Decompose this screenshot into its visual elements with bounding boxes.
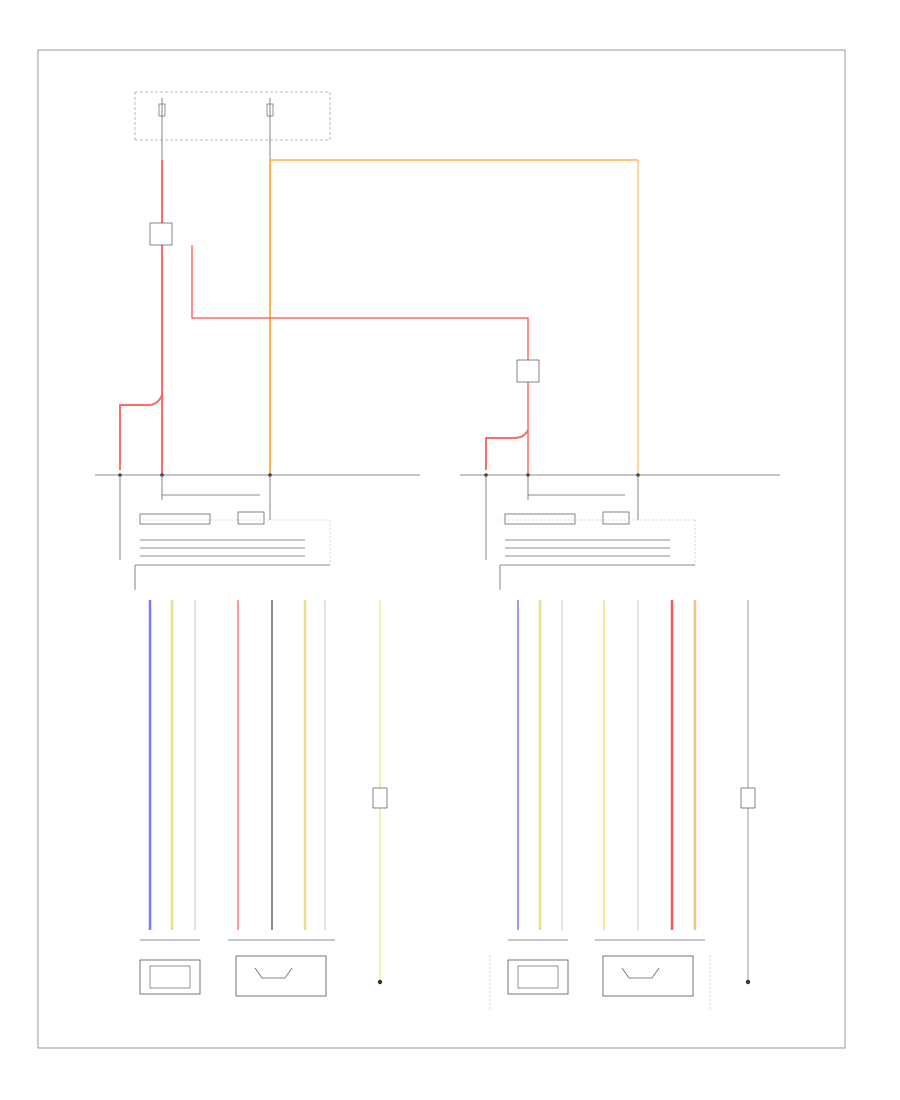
- fuse-block: [134, 91, 331, 160]
- ground-splice-left: [372, 787, 388, 809]
- connector-rail: [95, 473, 780, 477]
- fuse-symbol-right: [266, 98, 274, 160]
- power-wires: [119, 159, 639, 475]
- ground-icon-left: [377, 979, 383, 985]
- diagram-frame: [37, 49, 846, 1049]
- ground-splice-right: [740, 787, 756, 809]
- fuse-symbol-left: [158, 98, 166, 160]
- left-control-module: [119, 475, 331, 590]
- left-seat-wires: [148, 600, 381, 980]
- splice-box-left: [149, 222, 173, 246]
- right-control-module: [485, 475, 696, 590]
- right-bottom-connectors: [489, 939, 711, 1010]
- ground-icon-right: [745, 979, 751, 985]
- splice-box-right: [516, 359, 540, 383]
- right-seat-wires: [517, 600, 749, 980]
- left-bottom-connectors: [139, 939, 335, 997]
